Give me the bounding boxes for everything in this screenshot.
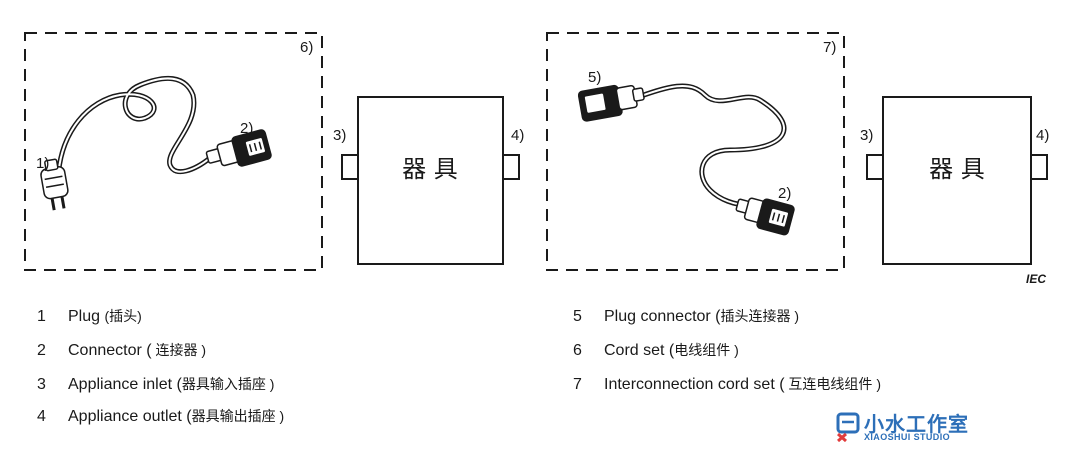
legend-item-5: 5 Plug connector (插头连接器 ) — [573, 306, 799, 327]
plug-connector-icon — [577, 84, 645, 122]
appliance-label-left: 器 具 — [402, 155, 458, 183]
studio-logo: 小水工作室 XIAOSHUI STUDIO — [836, 408, 976, 448]
legend-en: Connector ( — [68, 342, 152, 359]
legend-number: 4 — [37, 408, 46, 425]
appliance-outlet-right — [1030, 154, 1048, 180]
appliance-box-right — [882, 96, 1032, 265]
legend-en: Interconnection cord set ( — [604, 376, 785, 393]
logo-text: 小水工作室 — [864, 414, 969, 436]
label-6: 6) — [300, 39, 313, 56]
legend-number: 1 — [37, 308, 46, 325]
connector-icon-right — [735, 197, 795, 236]
logo-mark-icon — [836, 412, 860, 442]
legend-number: 3 — [37, 376, 46, 393]
legend-item-6: 6 Cord set (电线组件 ) — [573, 340, 739, 361]
label-2-right: 2) — [778, 185, 791, 202]
appliance-inlet-left — [341, 154, 359, 180]
legend-en: Appliance inlet ( — [68, 376, 182, 393]
plug-icon — [40, 158, 69, 211]
label-3-right: 3) — [860, 127, 873, 144]
appliance-outlet-left — [502, 154, 520, 180]
label-7: 7) — [823, 39, 836, 56]
label-5: 5) — [588, 69, 601, 86]
cord-set-cable — [55, 75, 213, 183]
label-1: 1) — [36, 155, 49, 172]
interconnection-cable — [627, 83, 787, 208]
legend-number: 6 — [573, 342, 582, 359]
logo-subtext: XIAOSHUI STUDIO — [864, 432, 951, 442]
appliance-inlet-right — [866, 154, 884, 180]
legend-cn: 器具输入插座 ) — [181, 376, 275, 392]
legend-cn: 连接器 ) — [151, 342, 207, 358]
legend-en: Plug connector ( — [604, 308, 721, 325]
legend-number: 7 — [573, 376, 582, 393]
legend-cn: 电线组件 ) — [674, 342, 739, 358]
iec-mark: IEC — [1026, 272, 1046, 286]
label-4-right: 4) — [1036, 127, 1049, 144]
legend-item-2: 2 Connector ( 连接器 ) — [37, 340, 206, 361]
legend-item-7: 7 Interconnection cord set ( 互连电线组件 ) — [573, 374, 881, 395]
legend-en: Cord set ( — [604, 342, 675, 359]
cord-set-boundary — [24, 32, 323, 271]
legend-en: Appliance outlet ( — [68, 408, 192, 425]
connector-icon — [205, 129, 272, 167]
legend-item-4: 4 Appliance outlet (器具输出插座 ) — [37, 406, 284, 427]
label-2-left: 2) — [240, 120, 253, 137]
legend-en: Plug — [68, 308, 105, 325]
cord-set-diagram: 6) 1) 2) 器 具 3) 4) 7) — [24, 32, 1049, 286]
legend-cn: 互连电线组件 ) — [784, 376, 881, 392]
legend-cn: 插头连接器 ) — [720, 308, 800, 324]
label-4-left: 4) — [511, 127, 524, 144]
interconnection-cord-set-boundary — [546, 32, 845, 271]
label-3-left: 3) — [333, 127, 346, 144]
appliance-label-right: 器 具 — [929, 155, 985, 183]
legend-item-3: 3 Appliance inlet (器具输入插座 ) — [37, 374, 274, 395]
legend-number: 5 — [573, 308, 582, 325]
legend-cn: 器具输出插座 ) — [191, 408, 285, 424]
appliance-box-left — [357, 96, 504, 265]
legend-cn: (插头) — [104, 308, 142, 324]
legend-number: 2 — [37, 342, 46, 359]
legend-item-1: 1 Plug (插头) — [37, 306, 142, 327]
